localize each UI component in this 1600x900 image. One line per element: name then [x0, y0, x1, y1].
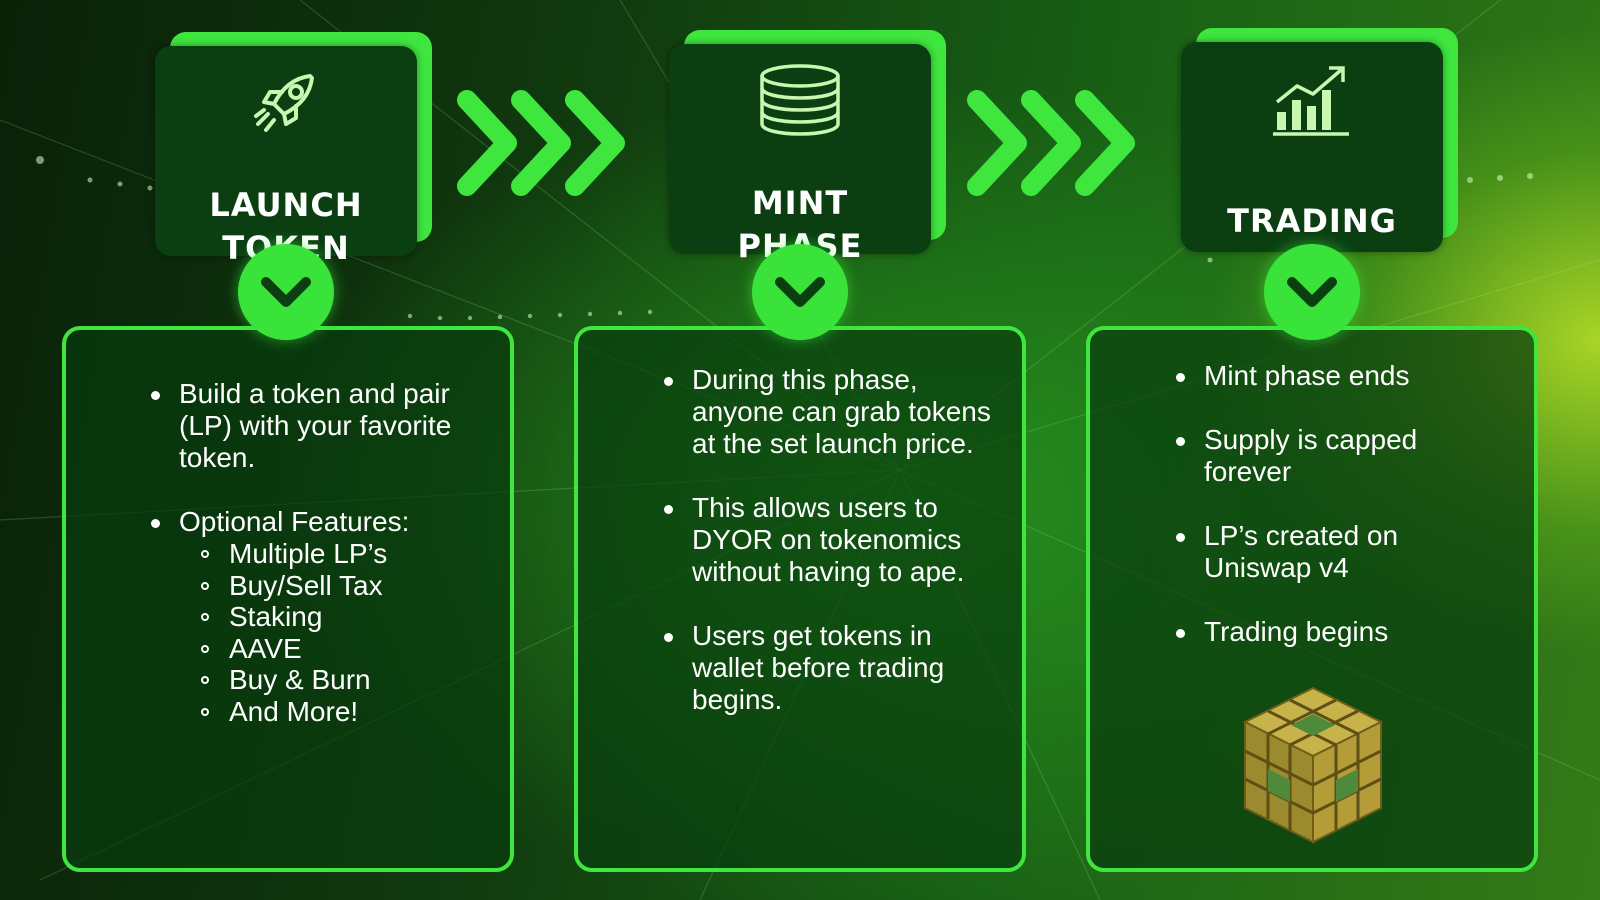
growth-chart-icon	[1181, 60, 1443, 140]
list-subitem: Staking	[201, 601, 491, 633]
step-title: LAUNCH TOKEN	[209, 186, 363, 267]
list-subitem: Buy & Burn	[201, 664, 491, 696]
chevron-down-icon	[752, 244, 848, 340]
list-item: Supply is capped forever	[1176, 424, 1506, 488]
list-item: This allows users to DYOR on tokenomics …	[664, 492, 994, 588]
step-title: TRADING	[1227, 202, 1397, 240]
chevron-down-icon	[1264, 244, 1360, 340]
chevron-down-icon	[238, 244, 334, 340]
gold-cube-icon	[1242, 686, 1384, 844]
list-subitem: AAVE	[201, 633, 491, 665]
list-item: Users get tokens in wallet before tradin…	[664, 620, 994, 716]
mint-phase-header: MINT PHASE	[669, 44, 931, 265]
launch-token-header: LAUNCH TOKEN	[155, 46, 417, 267]
list-item: Optional Features: Multiple LP’s Buy/Sel…	[151, 506, 491, 727]
list-item: Build a token and pair (LP) with your fa…	[151, 378, 491, 474]
triple-chevron-right-icon	[967, 90, 1135, 196]
list-item: During this phase, anyone can grab token…	[664, 364, 994, 460]
mint-phase-card: During this phase, anyone can grab token…	[574, 326, 1026, 872]
launch-token-card: Build a token and pair (LP) with your fa…	[62, 326, 514, 872]
trading-header: TRADING	[1181, 42, 1443, 252]
list-subitem: And More!	[201, 696, 491, 728]
coin-stack-icon	[669, 62, 931, 142]
list-item: LP’s created on Uniswap v4	[1176, 520, 1506, 584]
rocket-icon	[155, 64, 417, 144]
list-item: Mint phase ends	[1176, 360, 1506, 392]
triple-chevron-right-icon	[457, 90, 625, 196]
list-item: Trading begins	[1176, 616, 1506, 648]
list-subitem: Multiple LP’s	[201, 538, 491, 570]
list-subitem: Buy/Sell Tax	[201, 570, 491, 602]
